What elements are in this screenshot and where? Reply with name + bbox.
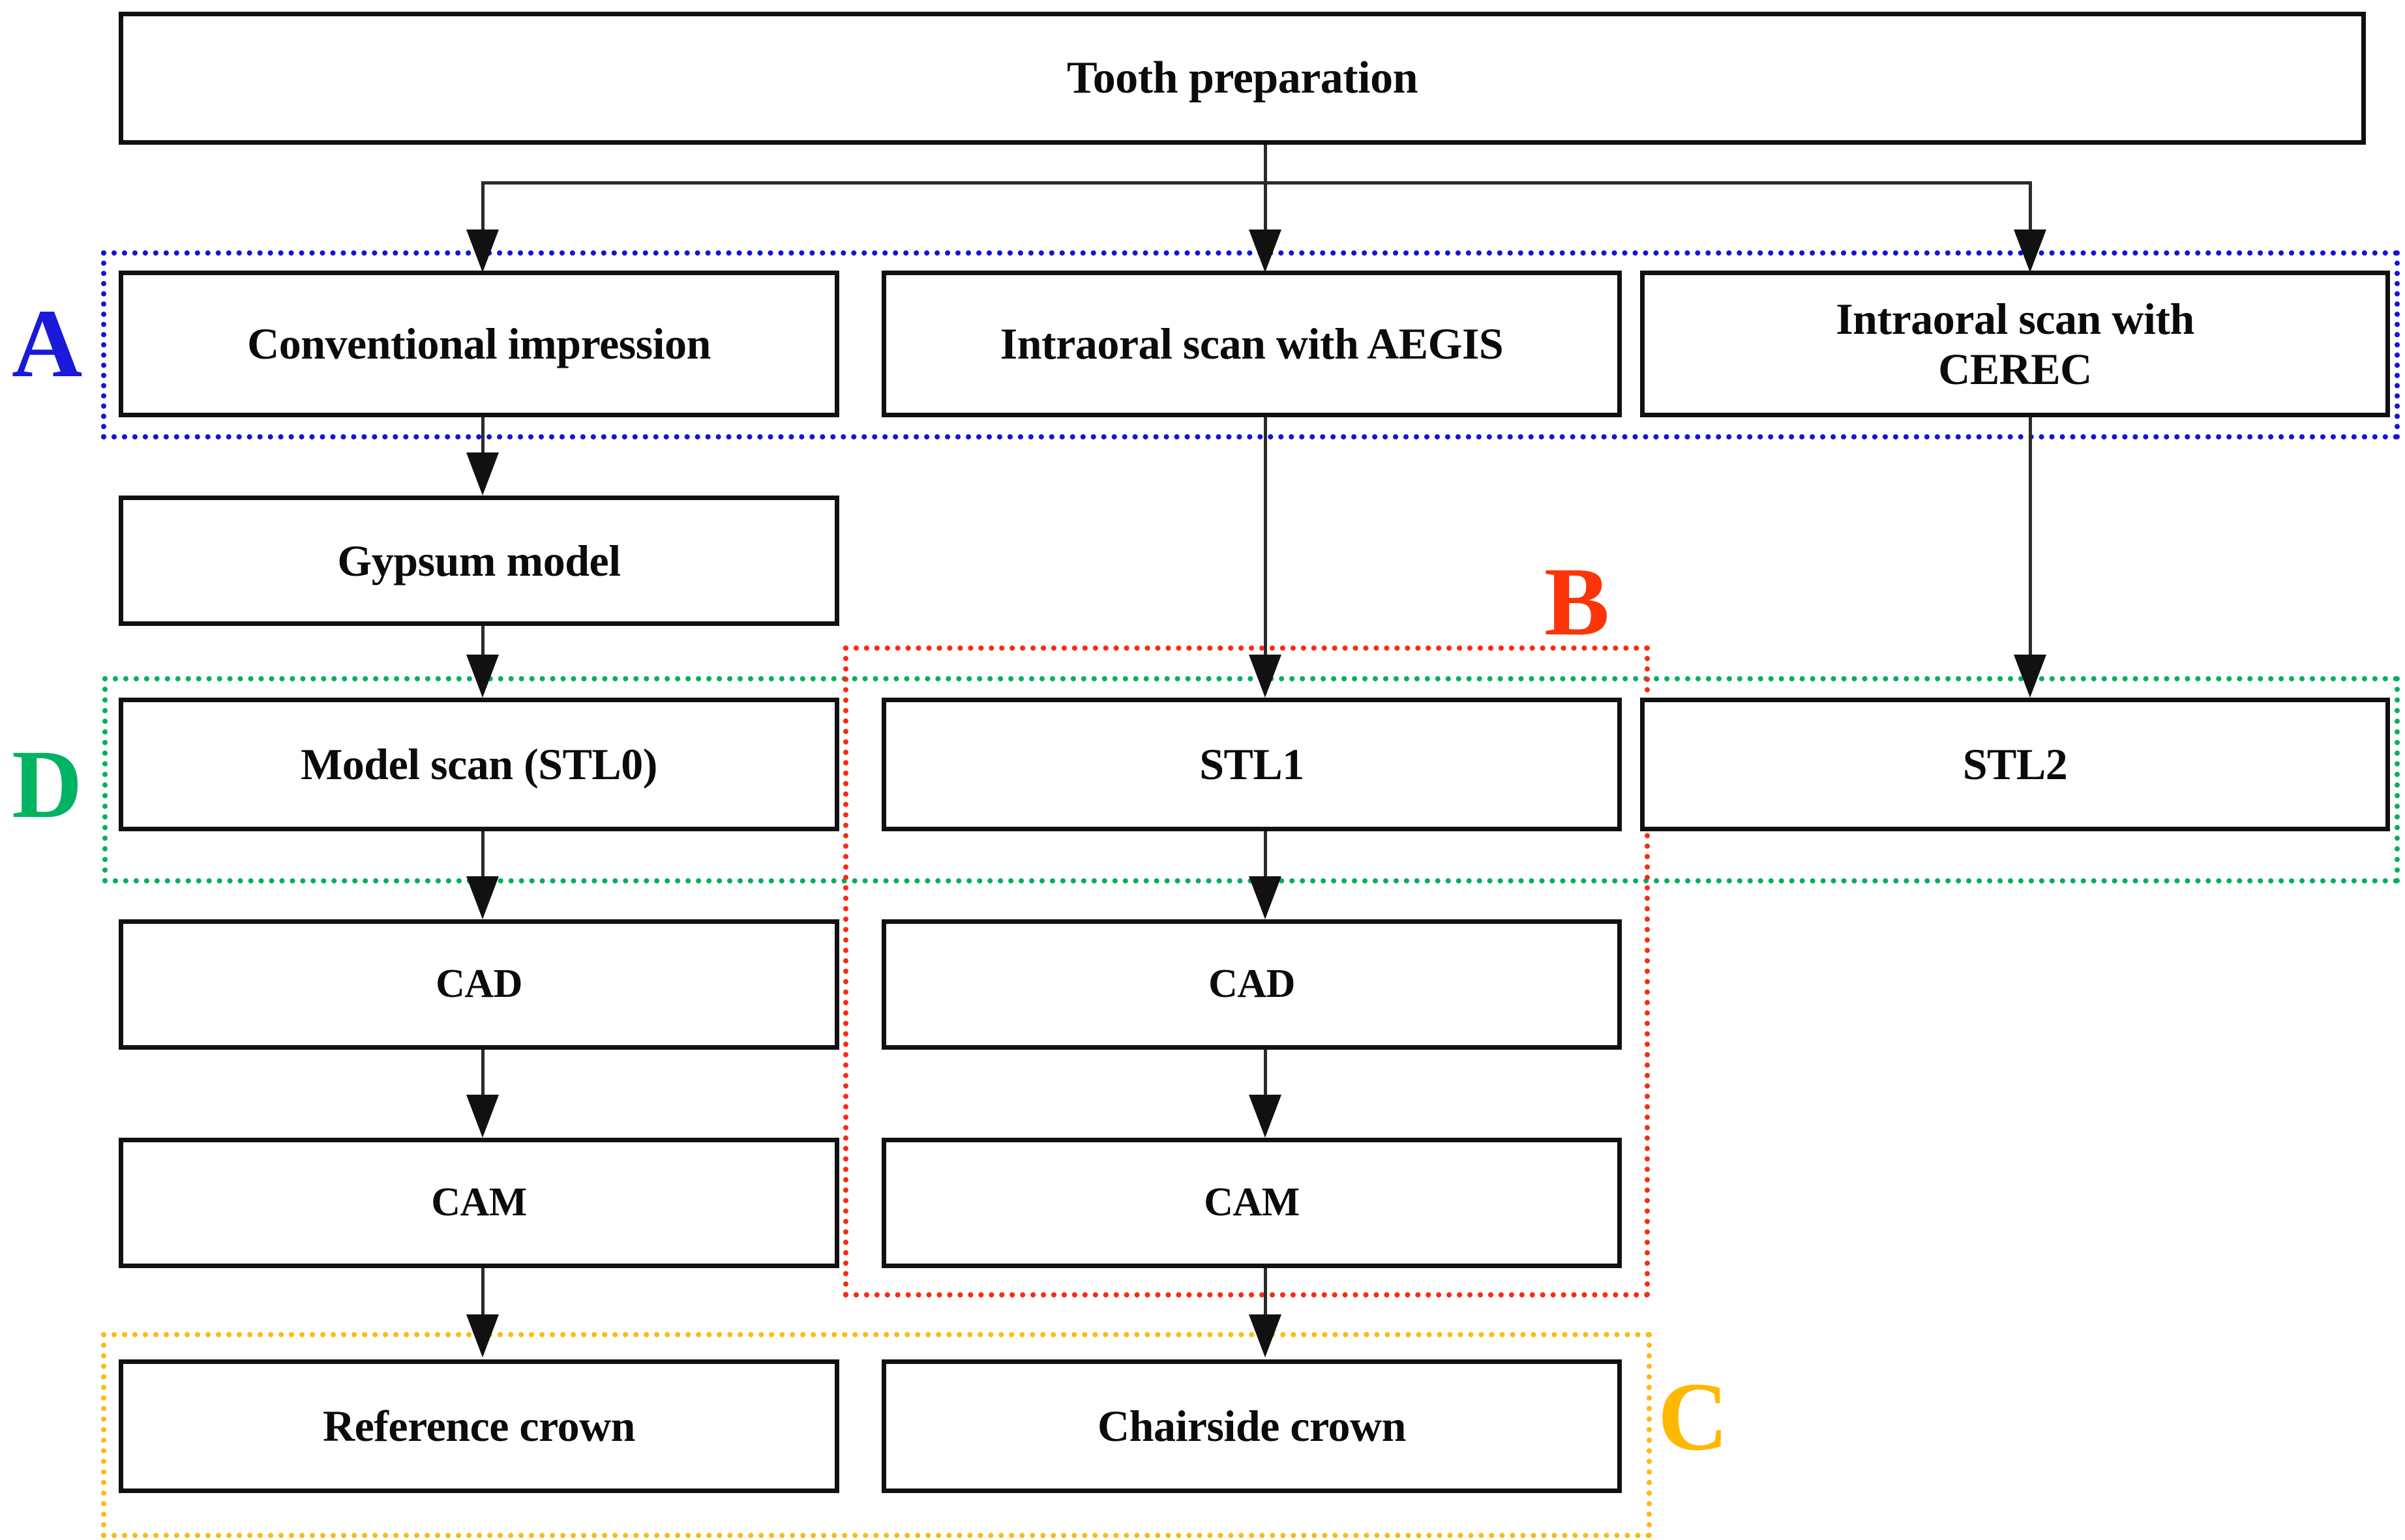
node-model-scan-stl0[interactable]: Model scan (STL0) <box>119 698 839 831</box>
connector-bar-to-cerec <box>2029 181 2032 240</box>
arrowhead-to-cad-middle <box>1249 876 1281 919</box>
connector-stl1-to-cad <box>1264 831 1267 887</box>
arrowhead-to-modelscan <box>466 655 499 698</box>
arrowhead-to-reference-crown <box>466 1314 499 1357</box>
group-label-c: C <box>1658 1363 1729 1471</box>
node-label: STL2 <box>1962 739 2068 790</box>
node-label: CAM <box>1204 1180 1300 1225</box>
arrowhead-to-cam-middle <box>1249 1095 1281 1138</box>
arrowhead-to-stl1 <box>1249 655 1281 698</box>
node-intraoral-scan-aegis[interactable]: Intraoral scan with AEGIS <box>882 271 1622 417</box>
arrowhead-to-conventional <box>466 230 499 273</box>
node-label: Intraoral scan with AEGIS <box>1000 319 1504 369</box>
node-intraoral-scan-cerec[interactable]: Intraoral scan with CEREC <box>1640 271 2390 417</box>
node-label: Conventional impression <box>247 319 711 369</box>
arrowhead-to-aegis <box>1249 230 1281 273</box>
node-tooth-preparation[interactable]: Tooth preparation <box>119 12 2366 145</box>
connector-bar-to-conventional <box>481 181 485 240</box>
node-cad-left[interactable]: CAD <box>119 919 839 1050</box>
group-frame-c <box>101 1332 1652 1538</box>
node-label-line2: CEREC <box>1938 344 2092 394</box>
group-label-d: D <box>12 730 83 838</box>
node-stl2[interactable]: STL2 <box>1640 698 2390 831</box>
node-stl1[interactable]: STL1 <box>882 698 1622 831</box>
connector-cerec-to-stl2 <box>2029 417 2032 668</box>
connector-modelscan-to-cad <box>481 831 485 887</box>
node-label: Gypsum model <box>337 535 621 585</box>
node-label-line1: Intraoral scan with <box>1836 294 2194 344</box>
node-label: CAM <box>431 1180 527 1225</box>
connector-cam-to-chairside-crown <box>1264 1268 1267 1325</box>
arrowhead-to-cam-left <box>466 1095 499 1138</box>
node-label: CAD <box>1208 962 1295 1007</box>
connector-cam-to-reference-crown <box>481 1268 485 1325</box>
connector-gypsum-to-modelscan <box>481 626 485 668</box>
node-chairside-crown[interactable]: Chairside crown <box>882 1359 1622 1493</box>
node-conventional-impression[interactable]: Conventional impression <box>119 271 839 417</box>
connector-cad-to-cam-left <box>481 1050 485 1106</box>
node-cam-middle[interactable]: CAM <box>882 1138 1622 1268</box>
group-label-b: B <box>1544 548 1610 656</box>
connector-prep-to-bar <box>1264 145 1267 184</box>
node-label: Model scan (STL0) <box>301 739 657 790</box>
node-cam-left[interactable]: CAM <box>119 1138 839 1268</box>
group-frame-b <box>843 645 1650 1297</box>
arrowhead-to-cerec <box>2014 230 2046 273</box>
group-label-a: A <box>12 289 83 398</box>
node-label: Reference crown <box>323 1401 636 1451</box>
arrowhead-to-chairside-crown <box>1249 1314 1281 1357</box>
node-label: Tooth preparation <box>1067 52 1418 103</box>
node-gypsum-model[interactable]: Gypsum model <box>119 496 839 626</box>
node-cad-middle[interactable]: CAD <box>882 919 1622 1050</box>
arrowhead-to-gypsum <box>466 452 499 496</box>
arrowhead-to-cad-left <box>466 876 499 919</box>
node-label: CAD <box>436 962 522 1007</box>
connector-distributor-bar <box>481 181 2032 185</box>
connector-bar-to-aegis <box>1264 181 1267 240</box>
connector-cad-to-cam-middle <box>1264 1050 1267 1106</box>
node-label: STL1 <box>1199 739 1304 790</box>
connector-aegis-to-stl1 <box>1264 417 1267 668</box>
node-reference-crown[interactable]: Reference crown <box>119 1359 839 1493</box>
node-label: Chairside crown <box>1098 1401 1406 1451</box>
arrowhead-to-stl2 <box>2014 655 2046 698</box>
connector-conventional-to-gypsum <box>481 417 485 458</box>
